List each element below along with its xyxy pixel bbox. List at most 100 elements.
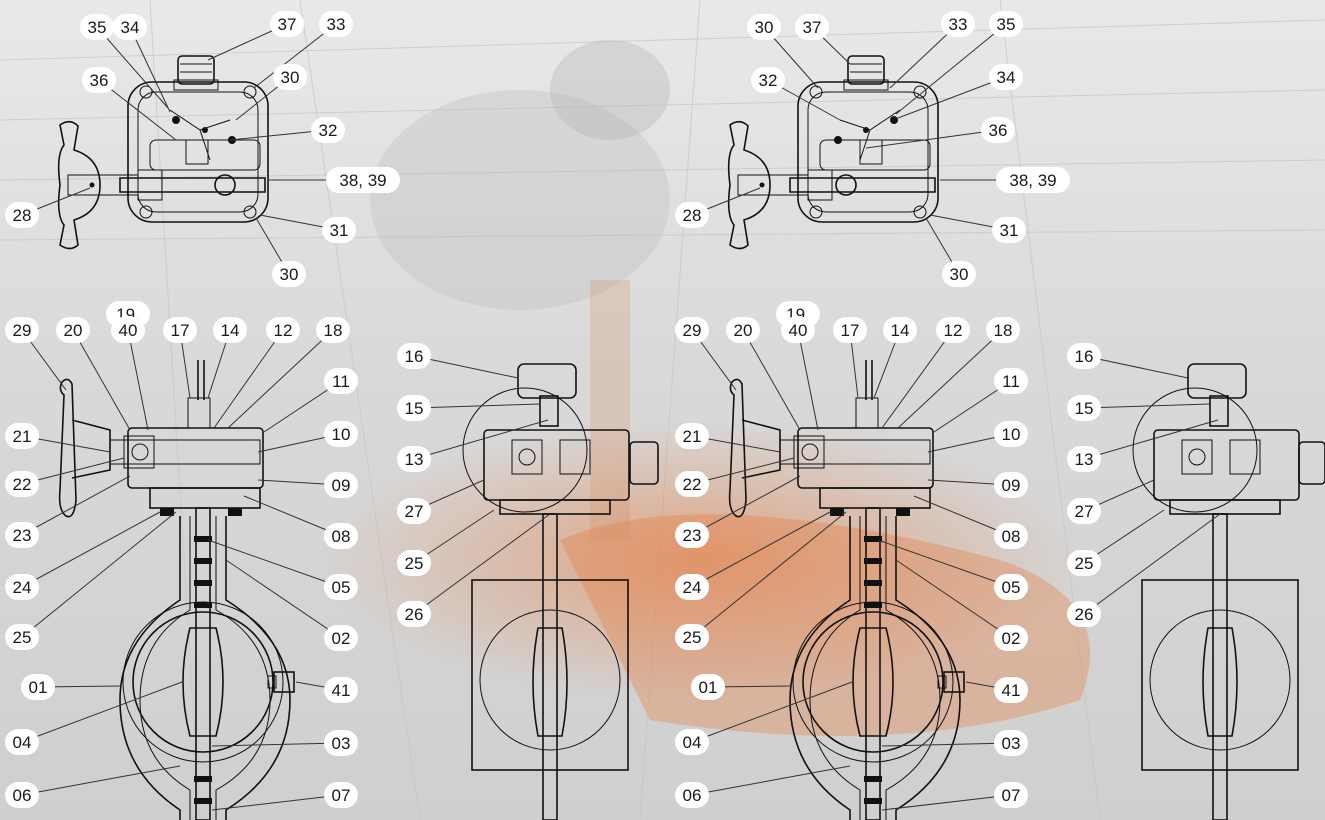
callout-label: 09 [332,476,351,495]
callout-label: 34 [997,68,1016,87]
callout-leader [227,329,334,429]
callout-label: 06 [13,786,32,805]
callout-background [675,782,709,808]
callout-background [994,368,1028,394]
callout-label: 14 [891,321,910,340]
callout-label: 38, 39 [1009,171,1056,190]
callout-label: 26 [1075,605,1094,624]
callout-background [675,624,709,650]
callout-label: 30 [280,265,299,284]
callout-background [994,730,1028,756]
callout-background [1067,446,1101,472]
callout-label: 12 [274,321,293,340]
callout-label: 14 [221,321,240,340]
callout-label: 37 [803,18,822,37]
callout-leader [21,475,131,536]
callout-background [324,574,358,600]
callout-leader [211,742,342,747]
set1-valve-side-view [462,363,659,820]
callout-background [319,11,353,37]
callout-leader [225,559,342,639]
callout-background [5,423,39,449]
callout-label: 28 [13,206,32,225]
callout-background [324,523,358,549]
callout-label: 22 [683,475,702,494]
callout-leader [413,355,519,379]
callout-label: 22 [13,475,32,494]
callout-label: 30 [281,68,300,87]
callout-label: 03 [332,734,351,753]
callout-label: 27 [1075,502,1094,521]
callout-background [691,674,725,700]
callout-label: 08 [332,527,351,546]
callout-background [324,782,358,808]
callout-label: 27 [405,502,424,521]
callout-label: 05 [332,578,351,597]
callout-label: 38, 39 [339,171,386,190]
callout-label: 32 [759,71,778,90]
callout-label: 35 [997,15,1016,34]
callout-background [5,317,39,343]
callout-background [397,343,431,369]
callout-label: 16 [405,347,424,366]
callout-background [747,14,781,40]
callout-leader [1083,513,1221,615]
callout-background [21,674,55,700]
callout-label: 29 [683,321,702,340]
callout-leader [895,559,1012,639]
callout-label: 25 [1075,554,1094,573]
callout-label: 21 [683,427,702,446]
callout-label: 16 [1075,347,1094,366]
callout-label: 01 [699,678,718,697]
callout-background [994,677,1028,703]
callout-background [5,729,39,755]
callout-background [675,574,709,600]
set2-valve-section [728,360,965,820]
callout-label: 11 [332,372,350,391]
callout-label: 36 [90,71,109,90]
callout-background [1067,550,1101,576]
callout-background [5,782,39,808]
set1-actuator-detail [57,55,269,250]
callout-background [751,67,785,93]
callout-background [5,202,39,228]
callout-label: 17 [171,321,190,340]
set2-valve-side-view [1132,363,1325,820]
callout-leader [897,329,1004,429]
callout-label: 07 [332,786,351,805]
callout-leader [1083,355,1189,379]
callout-background [5,522,39,548]
callout-label: 01 [29,678,48,697]
callout-background [726,317,760,343]
callout-leader [691,475,801,536]
callout-background [883,317,917,343]
callout-label: 37 [278,15,297,34]
callout-background [213,317,247,343]
callout-leader [21,681,183,743]
callout-leader [691,511,847,638]
callout-background [5,471,39,497]
callout-background [270,11,304,37]
callout-label: 33 [949,15,968,34]
callout-label: 28 [683,206,702,225]
callout-leader [207,539,342,588]
callout-label: 36 [989,121,1008,140]
callout-background [994,782,1028,808]
callout-leader [865,129,999,149]
callout-leader [413,513,551,615]
callout-background [324,421,358,447]
callout-label: 29 [13,321,32,340]
callout-background [994,574,1028,600]
callout-label: 25 [683,628,702,647]
callout-label: 21 [13,427,32,446]
callout-leader [881,329,954,429]
callout-label: 10 [332,425,351,444]
callout-leader [213,329,284,429]
callout-leader [413,403,541,409]
callout-background [82,67,116,93]
callout-background [675,317,709,343]
callout-leader [877,539,1012,588]
callout-label: 08 [1002,527,1021,546]
callout-leader [21,457,125,485]
callout-leader [253,23,337,89]
